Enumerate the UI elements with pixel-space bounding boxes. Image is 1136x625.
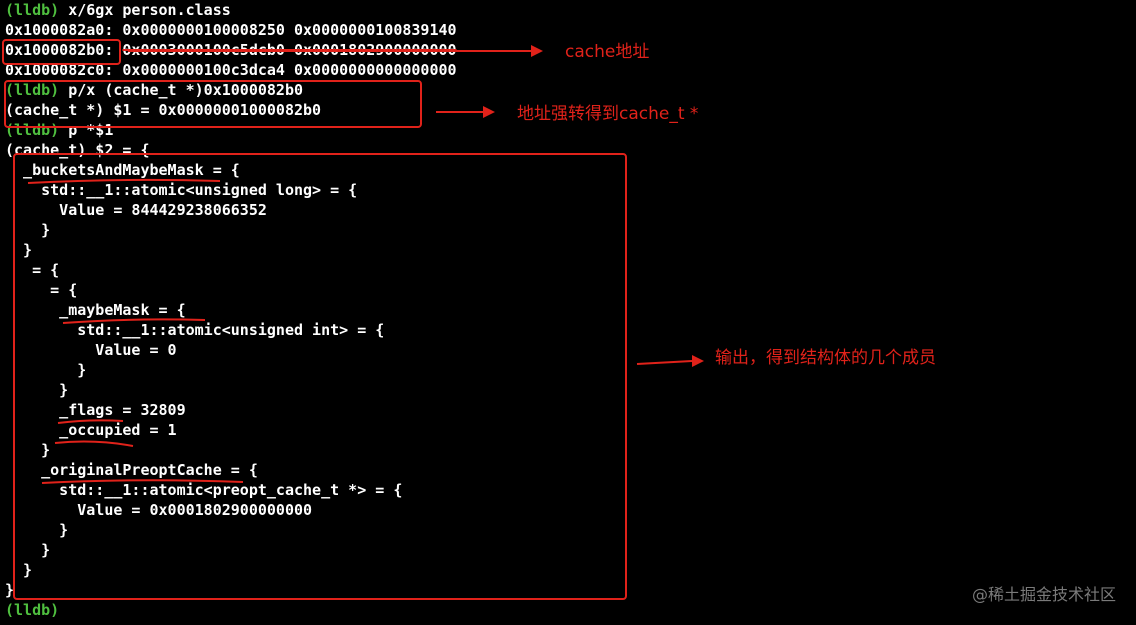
terminal-line: = { — [5, 280, 625, 300]
terminal-line-text: std::__1::atomic<preopt_cache_t *> = { — [5, 481, 403, 499]
arrow-to-members-note — [636, 360, 693, 365]
terminal-line: _originalPreoptCache = { — [5, 460, 625, 480]
terminal-line-text: } — [5, 581, 15, 599]
terminal-line-text: Value = 0x0001802900000000 — [5, 501, 313, 519]
terminal-line: Value = 844429238066352 — [5, 200, 625, 220]
terminal-line: } — [5, 360, 625, 380]
terminal-line-text: Value = 844429238066352 — [5, 201, 267, 219]
note-cast-address: 地址强转得到cache_t * — [517, 104, 699, 124]
terminal-line: (lldb) x/6gx person.class — [5, 0, 625, 20]
terminal-line-text: } — [5, 521, 69, 539]
terminal-line-text: Value = 0 — [5, 341, 177, 359]
terminal-line: _maybeMask = { — [5, 300, 625, 320]
terminal-line-text: _flags = 32809 — [5, 401, 186, 419]
lldb-prompt: (lldb) — [5, 81, 60, 99]
terminal-line-text: (cache_t) $2 = { — [5, 141, 150, 159]
lldb-prompt: (lldb) — [5, 121, 60, 139]
terminal-line: 0x1000082c0: 0x0000000100c3dca4 0x000000… — [5, 60, 625, 80]
note-cache-address: cache地址 — [565, 42, 650, 62]
terminal-line-text: } — [5, 381, 69, 399]
terminal-line-text: 0x1000082b0: — [5, 41, 123, 59]
terminal-line: } — [5, 240, 625, 260]
terminal-line: std::__1::atomic<unsigned long> = { — [5, 180, 625, 200]
struck-cache-value: 0x0003000100c5dcb0 0x0001802900000000 — [122, 41, 457, 59]
terminal-line-text: } — [5, 361, 87, 379]
terminal-line-text: p *$1 — [59, 121, 114, 139]
terminal-line-text: _maybeMask = { — [5, 301, 186, 319]
terminal-line-text: _bucketsAndMaybeMask = { — [5, 161, 240, 179]
terminal-line: (lldb) p *$1 — [5, 120, 625, 140]
terminal-line: = { — [5, 260, 625, 280]
terminal-line: } — [5, 380, 625, 400]
lldb-prompt: (lldb) — [5, 1, 60, 19]
terminal-line: std::__1::atomic<unsigned int> = { — [5, 320, 625, 340]
watermark: @稀土掘金技术社区 — [971, 585, 1116, 604]
terminal-line-text: 0x1000082a0: 0x0000000100008250 0x000000… — [5, 21, 457, 39]
terminal-line-text: 0x1000082c0: 0x0000000100c3dca4 0x000000… — [5, 61, 457, 79]
terminal-line: Value = 0x0001802900000000 — [5, 500, 625, 520]
terminal-line: std::__1::atomic<preopt_cache_t *> = { — [5, 480, 625, 500]
terminal-line: } — [5, 440, 625, 460]
terminal-line-text: std::__1::atomic<unsigned long> = { — [5, 181, 358, 199]
terminal-line: _flags = 32809 — [5, 400, 625, 420]
terminal-line-text: _occupied = 1 — [5, 421, 177, 439]
terminal-line-text: x/6gx person.class — [59, 1, 231, 19]
terminal-line-text: } — [5, 221, 51, 239]
terminal-line: 0x1000082a0: 0x0000000100008250 0x000000… — [5, 20, 625, 40]
terminal-line-text: = { — [5, 281, 78, 299]
terminal-line: _bucketsAndMaybeMask = { — [5, 160, 625, 180]
terminal-line-text: } — [5, 561, 33, 579]
terminal-line: } — [5, 560, 625, 580]
terminal-line: (cache_t) $2 = { — [5, 140, 625, 160]
lldb-prompt: (lldb) — [5, 601, 60, 619]
terminal-line-text: std::__1::atomic<unsigned int> = { — [5, 321, 385, 339]
terminal-line: (lldb) — [5, 600, 625, 620]
terminal-line: } — [5, 540, 625, 560]
terminal-line-text: = { — [5, 261, 60, 279]
note-output-members: 输出，得到结构体的几个成员 — [715, 348, 936, 368]
terminal-line: _occupied = 1 — [5, 420, 625, 440]
terminal-line: 0x1000082b0: 0x0003000100c5dcb0 0x000180… — [5, 40, 625, 60]
terminal-line: Value = 0 — [5, 340, 625, 360]
terminal-line-text: } — [5, 441, 51, 459]
terminal-line: (lldb) p/x (cache_t *)0x1000082b0 — [5, 80, 625, 100]
terminal-line-text: _originalPreoptCache = { — [5, 461, 258, 479]
terminal-line-text: } — [5, 541, 51, 559]
terminal-line: } — [5, 580, 625, 600]
terminal-line-text: p/x (cache_t *)0x1000082b0 — [59, 81, 304, 99]
terminal-line: } — [5, 220, 625, 240]
terminal-line-text: } — [5, 241, 33, 259]
terminal-line: (cache_t *) $1 = 0x00000001000082b0 — [5, 100, 625, 120]
terminal-line-text: (cache_t *) $1 = 0x00000001000082b0 — [5, 101, 322, 119]
terminal-line: } — [5, 520, 625, 540]
